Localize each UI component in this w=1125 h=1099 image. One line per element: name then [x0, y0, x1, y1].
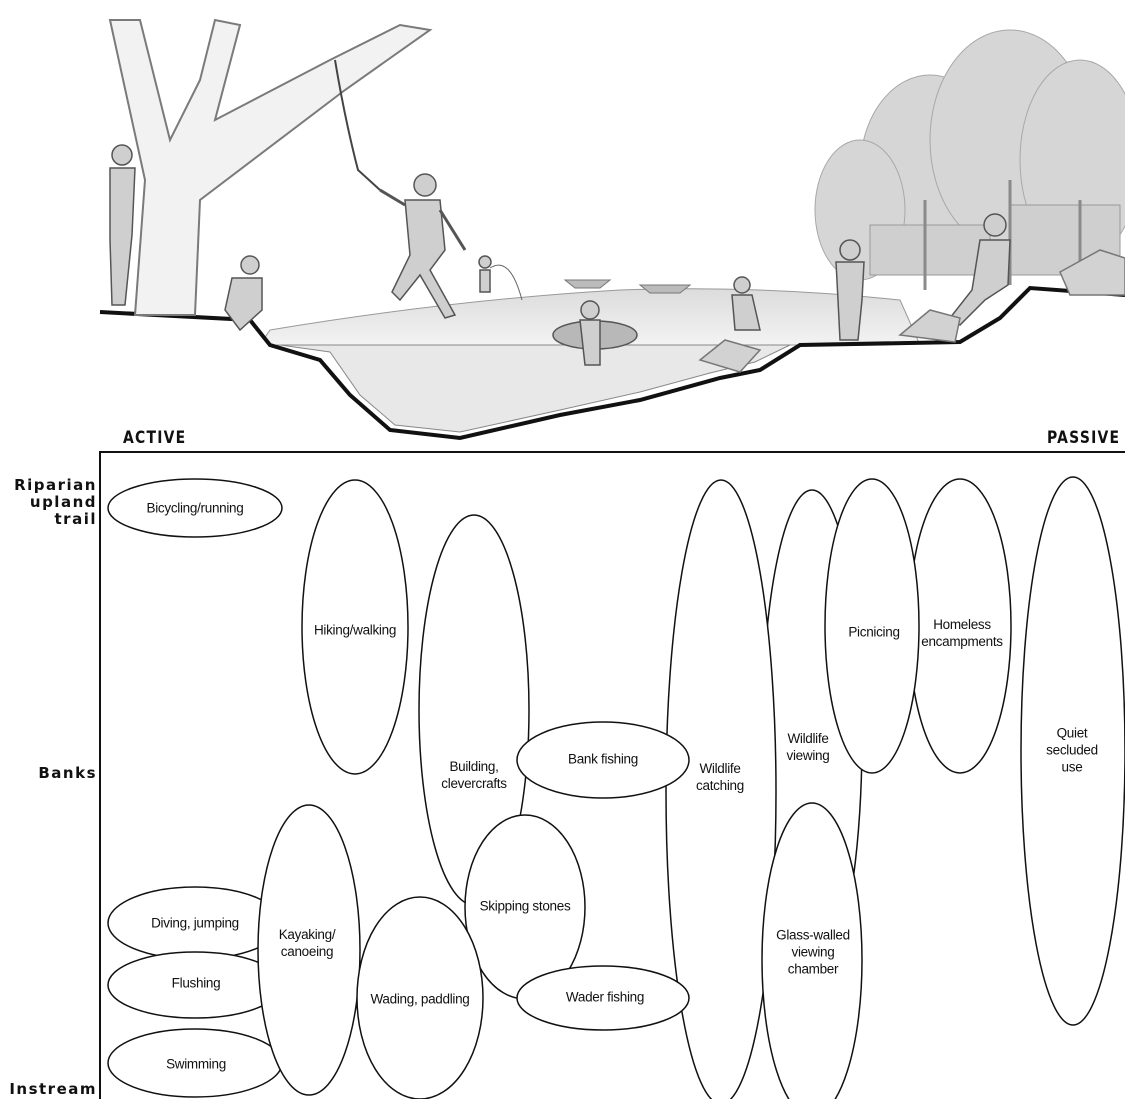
label-hiking: Hiking/walking: [313, 622, 397, 638]
oval-glass-chamber: [761, 802, 863, 1099]
label-bank-fishing: Bank fishing: [568, 751, 638, 767]
oval-wader-fishing: [516, 965, 690, 1031]
row-label-banks: Banks: [38, 764, 97, 782]
oval-quiet: [1020, 476, 1125, 1026]
diagram-frame: [99, 451, 1125, 1099]
label-bicycling: Bicycling/running: [146, 500, 244, 516]
large-tree: [108, 18, 433, 316]
label-glass-chamber: Glass-walled viewing chamber: [776, 927, 850, 977]
oval-kayaking: [257, 804, 361, 1096]
row-label-riparian-upland-trail: Riparian upland trail: [14, 476, 97, 528]
row-label-instream: Instream: [9, 1080, 97, 1098]
label-diving: Diving, jumping: [151, 915, 239, 931]
label-wader-fishing: Wader fishing: [565, 989, 645, 1005]
label-wading: Wading, paddling: [370, 991, 470, 1007]
oval-bicycling: [107, 478, 283, 538]
label-swimming: Swimming: [166, 1056, 226, 1072]
label-wildlife-catching: Wildlife catching: [696, 761, 744, 793]
distant-boats: [563, 279, 692, 294]
rocks: [698, 249, 1125, 373]
oval-hiking: [301, 479, 409, 775]
label-building: Building, clevercrafts: [441, 759, 507, 791]
oval-bank-fishing: [516, 721, 690, 799]
oval-wading: [356, 896, 484, 1099]
people-figures: [109, 144, 1011, 366]
activity-diagram: [99, 451, 1125, 1099]
passive-label: PASSIVE: [1047, 428, 1121, 448]
oval-picnicing: [824, 478, 920, 774]
active-label: ACTIVE: [123, 428, 187, 448]
rope-swing: [334, 59, 381, 191]
label-wildlife-viewing: Wildlife viewing: [786, 731, 830, 763]
label-picnicing: Picnicing: [848, 624, 900, 640]
label-flushing: Flushing: [171, 975, 221, 991]
label-homeless: Homeless encampments: [921, 617, 1003, 649]
label-quiet: Quiet secluded use: [1046, 725, 1098, 775]
stream-illustration: [0, 0, 1125, 445]
ground-cross-section: [100, 288, 1125, 445]
oval-wildlife-catching: [665, 479, 777, 1099]
label-kayaking: Kayaking/ canoeing: [278, 927, 336, 959]
label-skipping: Skipping stones: [479, 898, 571, 914]
